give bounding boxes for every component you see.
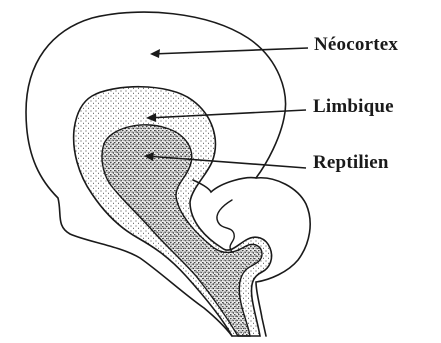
arrow-neocortex xyxy=(152,48,308,54)
label-neocortex: Néocortex xyxy=(314,34,398,56)
fold-outline xyxy=(217,200,234,252)
arrowhead-neocortex xyxy=(150,49,160,58)
label-reptilian: Reptilien xyxy=(313,152,389,174)
label-limbic: Limbique xyxy=(313,96,394,118)
